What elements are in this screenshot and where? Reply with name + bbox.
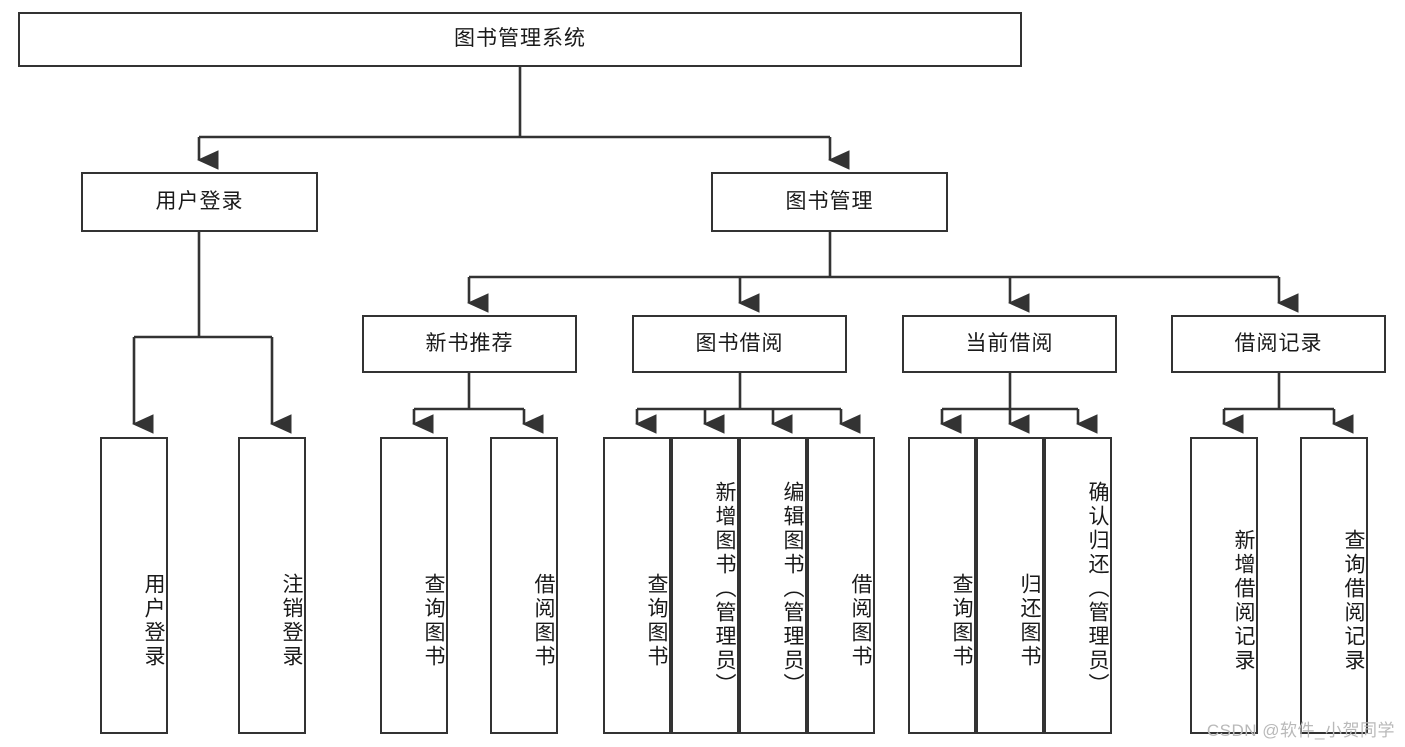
node-label: 图书借阅 (695, 331, 784, 355)
node-leaf-query-book-recommend[interactable]: 查询图书 (380, 437, 448, 734)
node-root-system[interactable]: 图书管理系统 (18, 12, 1022, 67)
node-label: 借阅记录 (1234, 331, 1323, 355)
node-label: 新增图书（管理员） (713, 480, 736, 697)
node-label: 图书管理系统 (454, 27, 586, 51)
node-leaf-add-book-admin[interactable]: 新增图书（管理员） (671, 437, 739, 734)
node-leaf-query-book-current[interactable]: 查询图书 (908, 437, 976, 734)
node-current-borrow[interactable]: 当前借阅 (902, 315, 1117, 373)
node-label: 用户登录 (142, 572, 165, 669)
node-label: 查询借阅记录 (1342, 528, 1365, 673)
node-label: 归还图书 (1018, 572, 1041, 669)
node-label: 编辑图书（管理员） (781, 480, 804, 697)
node-leaf-confirm-return-admin[interactable]: 确认归还（管理员） (1044, 437, 1112, 734)
node-label: 借阅图书 (849, 572, 872, 669)
node-book-management[interactable]: 图书管理 (711, 172, 948, 232)
node-book-borrow[interactable]: 图书借阅 (632, 315, 847, 373)
csdn-watermark: CSDN @软件_小贺同学 (1206, 721, 1395, 740)
node-leaf-query-borrow-record[interactable]: 查询借阅记录 (1300, 437, 1368, 734)
node-label: 注销登录 (280, 572, 303, 669)
node-leaf-edit-book-admin[interactable]: 编辑图书（管理员） (739, 437, 807, 734)
node-label: 查询图书 (422, 572, 445, 669)
node-leaf-borrow-book-recommend[interactable]: 借阅图书 (490, 437, 558, 734)
node-leaf-user-logout[interactable]: 注销登录 (238, 437, 306, 734)
node-label: 查询图书 (645, 572, 668, 669)
node-label: 新书推荐 (425, 331, 514, 355)
node-label: 用户登录 (155, 189, 244, 213)
node-leaf-borrow-book[interactable]: 借阅图书 (807, 437, 875, 734)
node-leaf-add-borrow-record[interactable]: 新增借阅记录 (1190, 437, 1258, 734)
node-new-book-recommend[interactable]: 新书推荐 (362, 315, 577, 373)
node-label: 新增借阅记录 (1232, 528, 1255, 673)
node-leaf-query-book-borrow[interactable]: 查询图书 (603, 437, 671, 734)
node-label: 查询图书 (950, 572, 973, 669)
node-leaf-return-book[interactable]: 归还图书 (976, 437, 1044, 734)
node-borrow-record[interactable]: 借阅记录 (1171, 315, 1386, 373)
node-label: 图书管理 (785, 189, 874, 213)
node-label: 借阅图书 (532, 572, 555, 669)
node-user-login[interactable]: 用户登录 (81, 172, 318, 232)
node-label: 确认归还（管理员） (1086, 480, 1109, 697)
node-leaf-user-login[interactable]: 用户登录 (100, 437, 168, 734)
node-label: 当前借阅 (965, 331, 1054, 355)
